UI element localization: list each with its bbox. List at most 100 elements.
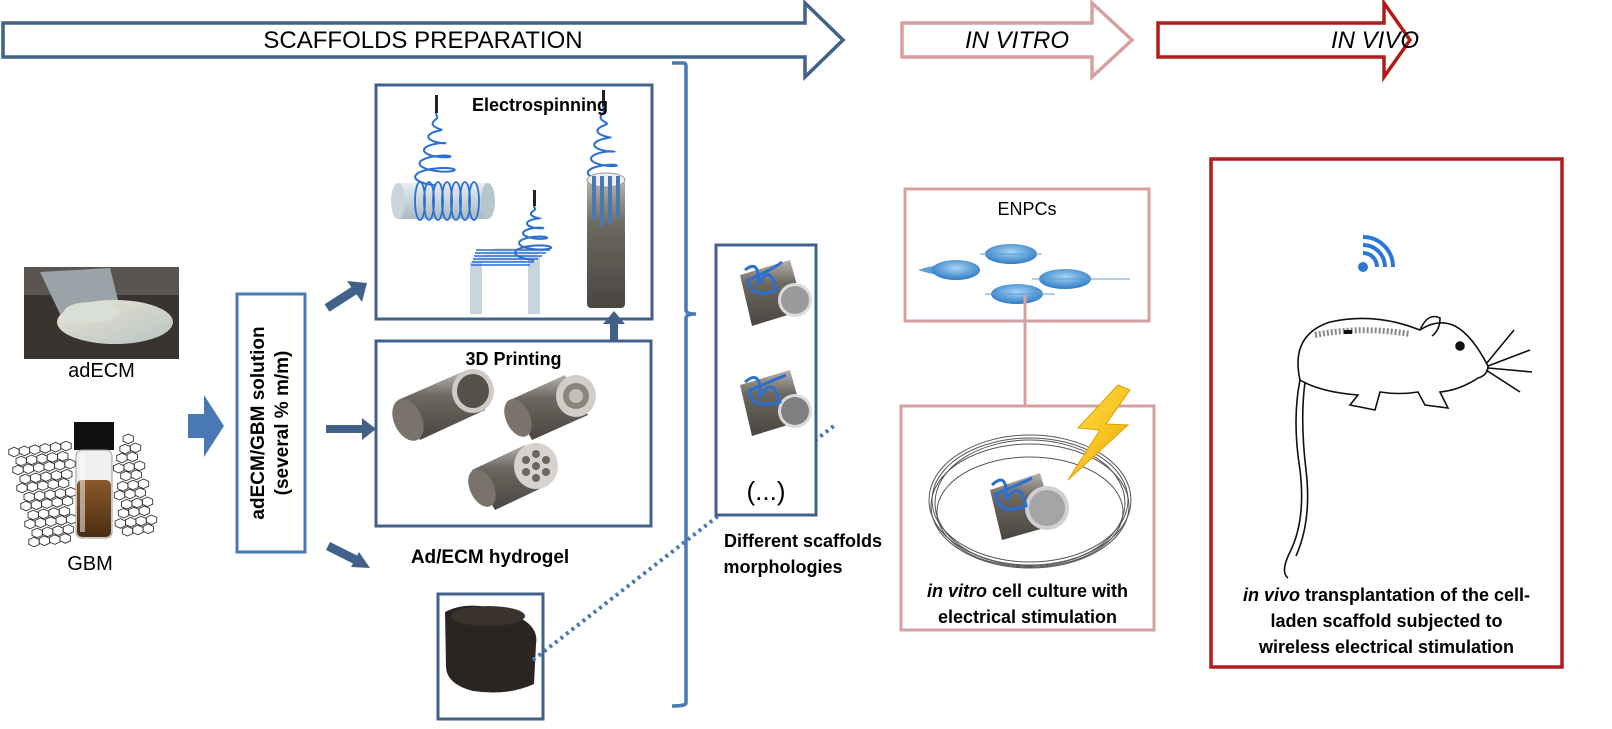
graphene-hexagon — [25, 454, 38, 466]
gbm-graphene-illustration — [8, 433, 158, 548]
graphene-hexagon — [53, 459, 66, 471]
graphene-hexagon — [52, 525, 64, 536]
morphology-ellipsis: (...) — [747, 476, 786, 506]
graphene-hexagon — [41, 526, 54, 538]
graphene-hexagon — [51, 497, 63, 508]
graphene-hexagon — [36, 453, 48, 464]
graphene-hexagon — [38, 535, 51, 547]
graphene-hexagon — [55, 515, 67, 526]
graphene-hexagon — [116, 452, 128, 464]
graphene-hexagon — [61, 495, 74, 507]
in-vivo-caption-line-3: wireless electrical stimulation — [1258, 637, 1515, 657]
graphene-hexagon — [113, 462, 125, 474]
graphene-hexagon — [113, 489, 126, 501]
graphene-hexagon — [122, 433, 134, 445]
graphene-hexagon — [127, 479, 139, 491]
fiber-coil — [459, 181, 471, 221]
graphene-hexagon — [48, 507, 60, 518]
in-vitro-caption-italic: in vitro — [926, 581, 987, 601]
graphene-hexagon — [30, 499, 43, 511]
culture-scaffold — [990, 473, 1069, 540]
graphene-hexagon — [33, 462, 45, 473]
morphologies-caption-line-2: morphologies — [723, 557, 843, 577]
in-vivo-caption-rest: transplantation of the cell- — [1299, 585, 1531, 605]
graphene-hexagon — [133, 460, 146, 472]
graphene-hexagon — [117, 507, 130, 519]
graphene-hexagon — [54, 488, 67, 499]
adecm-photo — [24, 267, 179, 359]
graphene-hexagon — [39, 443, 51, 454]
stage-arrow-in-vitro — [900, 0, 1135, 82]
graphene-hexagon — [12, 464, 24, 476]
graphene-hexagon — [125, 516, 137, 528]
graphene-hexagon — [28, 536, 40, 548]
arrow-printing-to-electrospinning — [603, 311, 625, 344]
enpcs-label: ENPCs — [997, 199, 1057, 219]
graphene-hexagon — [37, 508, 50, 520]
graphene-hexagon — [117, 480, 129, 492]
graphene-hexagon — [61, 468, 73, 480]
graphene-hexagon — [65, 486, 77, 498]
stage-arrow-in-vivo — [1156, 0, 1413, 83]
graphene-hexagon — [46, 452, 59, 463]
solution-line-1: adECM/GBM solution — [248, 326, 269, 520]
morphologies-caption-line-1: Different scaffolds — [723, 531, 883, 551]
graphene-hexagon — [65, 513, 78, 525]
morphologies-caption: Different scaffolds morphologies — [703, 528, 903, 580]
graphene-hexagon — [130, 469, 142, 481]
fiber-coil — [468, 181, 480, 221]
graphene-hexagon — [121, 498, 133, 510]
graphene-hexagon — [20, 500, 32, 512]
stage-label-in-vivo: IN VIVO — [1330, 27, 1420, 54]
morphology-scaffold-1 — [740, 260, 812, 326]
graphene-hexagon — [59, 533, 71, 544]
graphene-hexagon — [33, 490, 46, 502]
in-vivo-box — [1209, 157, 1564, 669]
graphene-hexagon — [24, 518, 36, 530]
graphene-hexagon — [58, 506, 71, 517]
electrospinning-title: Electrospinning — [471, 95, 608, 115]
graphene-hexagon — [60, 440, 72, 452]
lightning-bolt-icon — [1067, 384, 1131, 481]
arrow-to-electrospinning — [324, 281, 367, 312]
graphene-hexagon — [23, 491, 35, 503]
graphene-hexagon — [64, 458, 76, 470]
graphene-hexagon — [135, 515, 147, 527]
graphene-hexagon — [119, 443, 131, 455]
graphene-hexagon — [19, 473, 31, 485]
in-vitro-caption: in vitro cell culture with electrical st… — [901, 578, 1154, 630]
graphene-hexagon — [34, 517, 47, 529]
graphene-hexagon — [124, 488, 136, 500]
graphene-hexagon — [120, 470, 132, 482]
graphene-hexagon — [37, 480, 49, 491]
adecm-label: adECM — [68, 360, 135, 382]
arrow-to-hydrogel — [325, 541, 370, 568]
gbm-vial — [74, 422, 114, 539]
in-vivo-caption-italic: in vivo — [1242, 585, 1300, 605]
graphene-hexagon — [57, 450, 69, 462]
rat-illustration — [1283, 315, 1533, 579]
graphene-hexagon — [44, 489, 56, 500]
graphene-hexagon — [47, 479, 59, 490]
graphene-hexagon — [27, 509, 39, 521]
3d-printing-title: 3D Printing — [465, 349, 562, 369]
graphene-hexagon — [131, 497, 143, 509]
graphene-hexagon — [128, 506, 140, 518]
graphene-hexagon — [121, 525, 134, 537]
stage-arrow-scaffolds-preparation — [1, 0, 846, 82]
arrow-to-solution — [188, 395, 224, 457]
arrow-to-3d-printing — [326, 418, 376, 440]
printed-tube-multichannel — [468, 443, 558, 510]
graphene-hexagon — [16, 482, 28, 494]
electrospinning-parallel-plates — [470, 190, 553, 314]
graphene-hexagon — [15, 455, 27, 467]
graphene-hexagon — [134, 487, 146, 499]
graphene-hexagon — [41, 498, 53, 509]
fiber-coil — [432, 181, 444, 221]
fiber-coil — [441, 181, 453, 221]
graphene-hexagon — [138, 505, 150, 517]
hydrogel-to-morphology-dotted-line — [531, 423, 837, 662]
gbm-label: GBM — [67, 553, 113, 575]
solution-label: adECM/GBM solution (several % m/m) — [237, 294, 305, 552]
